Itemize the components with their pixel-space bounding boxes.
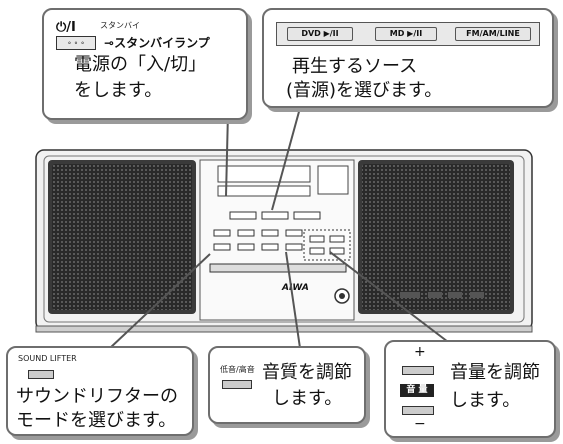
tone-desc-line2: します。 <box>272 388 343 409</box>
volume-badge: 音 量 <box>400 384 434 397</box>
power-symbol: ⏻/I <box>56 20 76 35</box>
disc-tray <box>209 263 347 273</box>
volume-desc-line2: します。 <box>450 390 521 411</box>
dvd-button: DVD ▶/II <box>287 27 353 41</box>
source-desc-line1: 再生するソース <box>292 56 418 77</box>
volume-minus-sign: − <box>414 416 426 432</box>
volume-up-button-icon <box>402 366 434 375</box>
power-callout: ⏻/I スタンバイ ∘ ∘ ∘ ⊸スタンバイランプ 電源の「入/切」 をします。 <box>42 8 248 120</box>
tone-callout: 低音/高音 音質を調節 します。 <box>208 346 366 424</box>
right-speaker-grille <box>358 160 514 314</box>
power-button-icon: ∘ ∘ ∘ <box>56 36 96 50</box>
sound-lifter-callout: SOUND LIFTER サウンドリフターの モードを選びます。 <box>6 346 194 436</box>
source-button-strip: DVD ▶/II MD ▶/II FM/AM/LINE <box>276 22 540 46</box>
standby-small-label: スタンバイ <box>100 21 140 30</box>
power-desc-line1: 電源の「入/切」 <box>74 54 207 75</box>
tone-button-icon <box>222 380 252 389</box>
sound-lifter-button-icon <box>28 370 54 379</box>
brand-logo: AIWA <box>281 283 309 293</box>
source-desc-line2: (音源)を選びます。 <box>286 80 443 101</box>
volume-down-button-icon <box>402 406 434 415</box>
sound-lifter-label: SOUND LIFTER <box>18 354 77 363</box>
source-callout: DVD ▶/II MD ▶/II FM/AM/LINE 再生するソース (音源)… <box>262 8 554 108</box>
left-speaker-grille <box>48 160 196 314</box>
volume-callout: + 音 量 − 音量を調節 します。 <box>384 340 556 438</box>
sound-lifter-desc-line2: モードを選びます。 <box>16 410 177 431</box>
power-desc-line2: をします。 <box>74 80 163 101</box>
md-button: MD ▶/II <box>375 27 437 41</box>
sound-lifter-desc-line1: サウンドリフターの <box>16 386 178 407</box>
volume-plus-sign: + <box>414 344 426 360</box>
lamp-icon: ⊸ <box>104 36 115 50</box>
standby-lamp-label: ⊸スタンバイランプ <box>104 36 210 50</box>
volume-desc-line1: 音量を調節 <box>450 362 540 383</box>
tone-desc-line1: 音質を調節 <box>262 362 352 383</box>
fm-am-line-button: FM/AM/LINE <box>455 27 531 41</box>
tone-button-label: 低音/高音 <box>220 365 255 374</box>
